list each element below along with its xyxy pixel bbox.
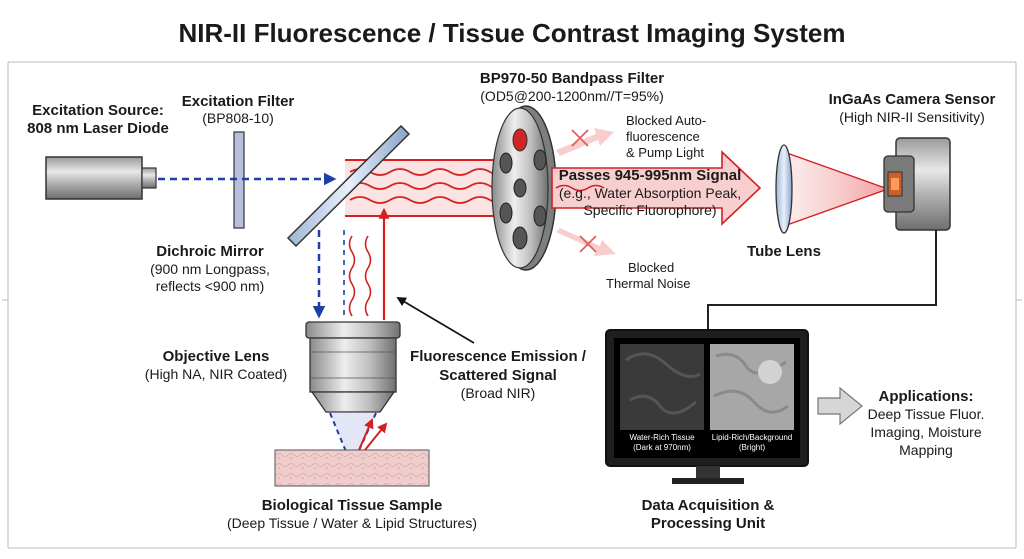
dichroic-mirror-name: Dichroic Mirror bbox=[156, 243, 264, 260]
camera-spec: (High NIR-II Sensitivity) bbox=[839, 109, 984, 125]
blocked-auto-line3: & Pump Light bbox=[626, 145, 704, 160]
emission-line2: Scattered Signal bbox=[439, 367, 557, 384]
monitor-right-caption2: (Bright) bbox=[739, 443, 766, 452]
dichroic-mirror-spec1: (900 nm Longpass, bbox=[150, 261, 270, 277]
frame-border bbox=[2, 61, 1022, 549]
objective-lens-spec: (High NA, NIR Coated) bbox=[145, 366, 287, 382]
applications-line2: Imaging, Moisture bbox=[870, 424, 981, 440]
bandpass-filter-name: BP970-50 Bandpass Filter bbox=[480, 70, 664, 87]
passed-signal-arrow bbox=[551, 150, 762, 226]
blocked-thermal-arrow bbox=[556, 228, 616, 256]
applications-name: Applications: bbox=[878, 388, 973, 405]
emission-pointer bbox=[396, 297, 475, 344]
monitor-left-caption2: (Dark at 970nm) bbox=[633, 443, 691, 452]
tissue-sample-name: Biological Tissue Sample bbox=[262, 497, 443, 514]
blocked-auto-line2: fluorescence bbox=[626, 129, 700, 144]
monitor-left-caption1: Water-Rich Tissue bbox=[629, 433, 695, 442]
applications-arrow bbox=[817, 386, 863, 426]
excitation-filter-spec: (BP808-10) bbox=[202, 110, 274, 126]
dichroic-mirror bbox=[286, 124, 411, 248]
objective-lens-name: Objective Lens bbox=[163, 348, 270, 365]
excitation-source-line2: 808 nm Laser Diode bbox=[27, 120, 169, 137]
objective-lens bbox=[305, 321, 401, 413]
monitor bbox=[605, 329, 809, 484]
passes-signal-line1: Passes 945-995nm Signal bbox=[559, 167, 742, 184]
water-rich-image bbox=[620, 344, 704, 430]
passes-signal-line3: Specific Fluorophore) bbox=[583, 202, 716, 218]
converging-beam bbox=[783, 151, 891, 227]
dichroic-mirror-spec2: reflects <900 nm) bbox=[156, 278, 265, 294]
bandpass-filter-spec: (OD5@200-1200nm//T=95%) bbox=[480, 88, 663, 104]
camera-cable bbox=[707, 230, 937, 330]
monitor-right-caption1: Lipid-Rich/Background bbox=[712, 433, 793, 442]
passes-signal-line2: (e.g., Water Absorption Peak, bbox=[559, 185, 741, 201]
emission-line1: Fluorescence Emission / bbox=[410, 348, 587, 365]
tissue-sample bbox=[274, 449, 430, 487]
daq-line2: Processing Unit bbox=[651, 515, 765, 532]
excitation-filter-name: Excitation Filter bbox=[182, 93, 295, 110]
tube-lens-name: Tube Lens bbox=[747, 243, 821, 260]
blocked-thermal-line2: Thermal Noise bbox=[606, 276, 691, 291]
laser-diode bbox=[45, 156, 157, 200]
blocked-autofluorescence-arrow bbox=[556, 128, 614, 156]
bandpass-filter-wheel bbox=[491, 105, 557, 271]
emission-line3: (Broad NIR) bbox=[461, 385, 536, 401]
blocked-thermal-line1: Blocked bbox=[628, 260, 674, 275]
blocked-auto-line1: Blocked Auto- bbox=[626, 113, 706, 128]
tissue-sample-spec: (Deep Tissue / Water & Lipid Structures) bbox=[227, 515, 477, 531]
ingaas-camera bbox=[883, 137, 951, 231]
applications-line1: Deep Tissue Fluor. bbox=[868, 406, 985, 422]
excitation-source-line1: Excitation Source: bbox=[32, 102, 164, 119]
applications-line3: Mapping bbox=[899, 442, 953, 458]
tube-lens bbox=[775, 144, 793, 234]
daq-line1: Data Acquisition & bbox=[642, 497, 775, 514]
vertical-beams bbox=[312, 207, 390, 320]
camera-name: InGaAs Camera Sensor bbox=[829, 91, 996, 108]
lipid-rich-image bbox=[710, 344, 794, 430]
page-title: NIR-II Fluorescence / Tissue Contrast Im… bbox=[178, 18, 845, 48]
